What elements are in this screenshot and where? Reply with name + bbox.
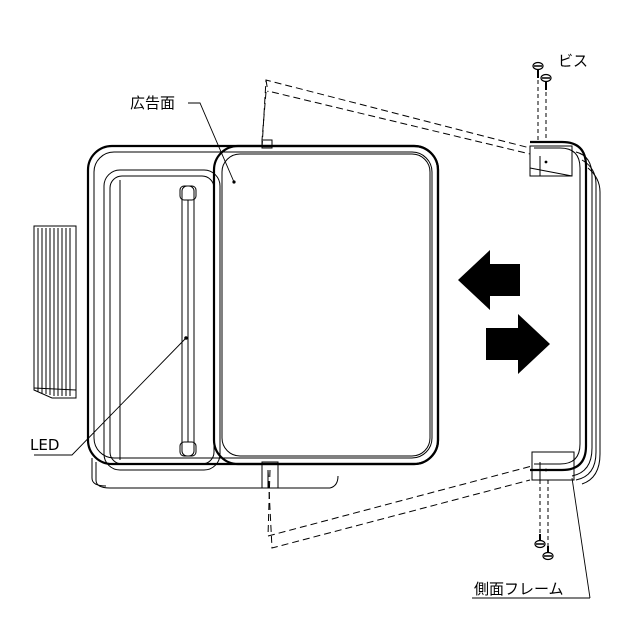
arrow-left-icon (458, 250, 520, 310)
side-frame (529, 140, 601, 485)
leader-lines (34, 102, 591, 599)
sign-body-layers (91, 458, 339, 489)
arrow-right-icon (486, 314, 550, 374)
mounting-bracket (33, 225, 77, 399)
side-frame-label: 側面フレーム (474, 580, 564, 598)
led-tube (179, 185, 197, 457)
screw-label: ビス (558, 52, 588, 70)
frame-tabs (261, 139, 279, 489)
screw-icon (532, 61, 552, 142)
ad-face-panel (212, 144, 440, 466)
led-label: LED (30, 436, 59, 454)
ad-face-label: 広告面 (130, 94, 175, 112)
sign-housing (86, 144, 440, 471)
screw-icon (534, 480, 554, 561)
side-frame-dashed-outline (261, 79, 533, 549)
